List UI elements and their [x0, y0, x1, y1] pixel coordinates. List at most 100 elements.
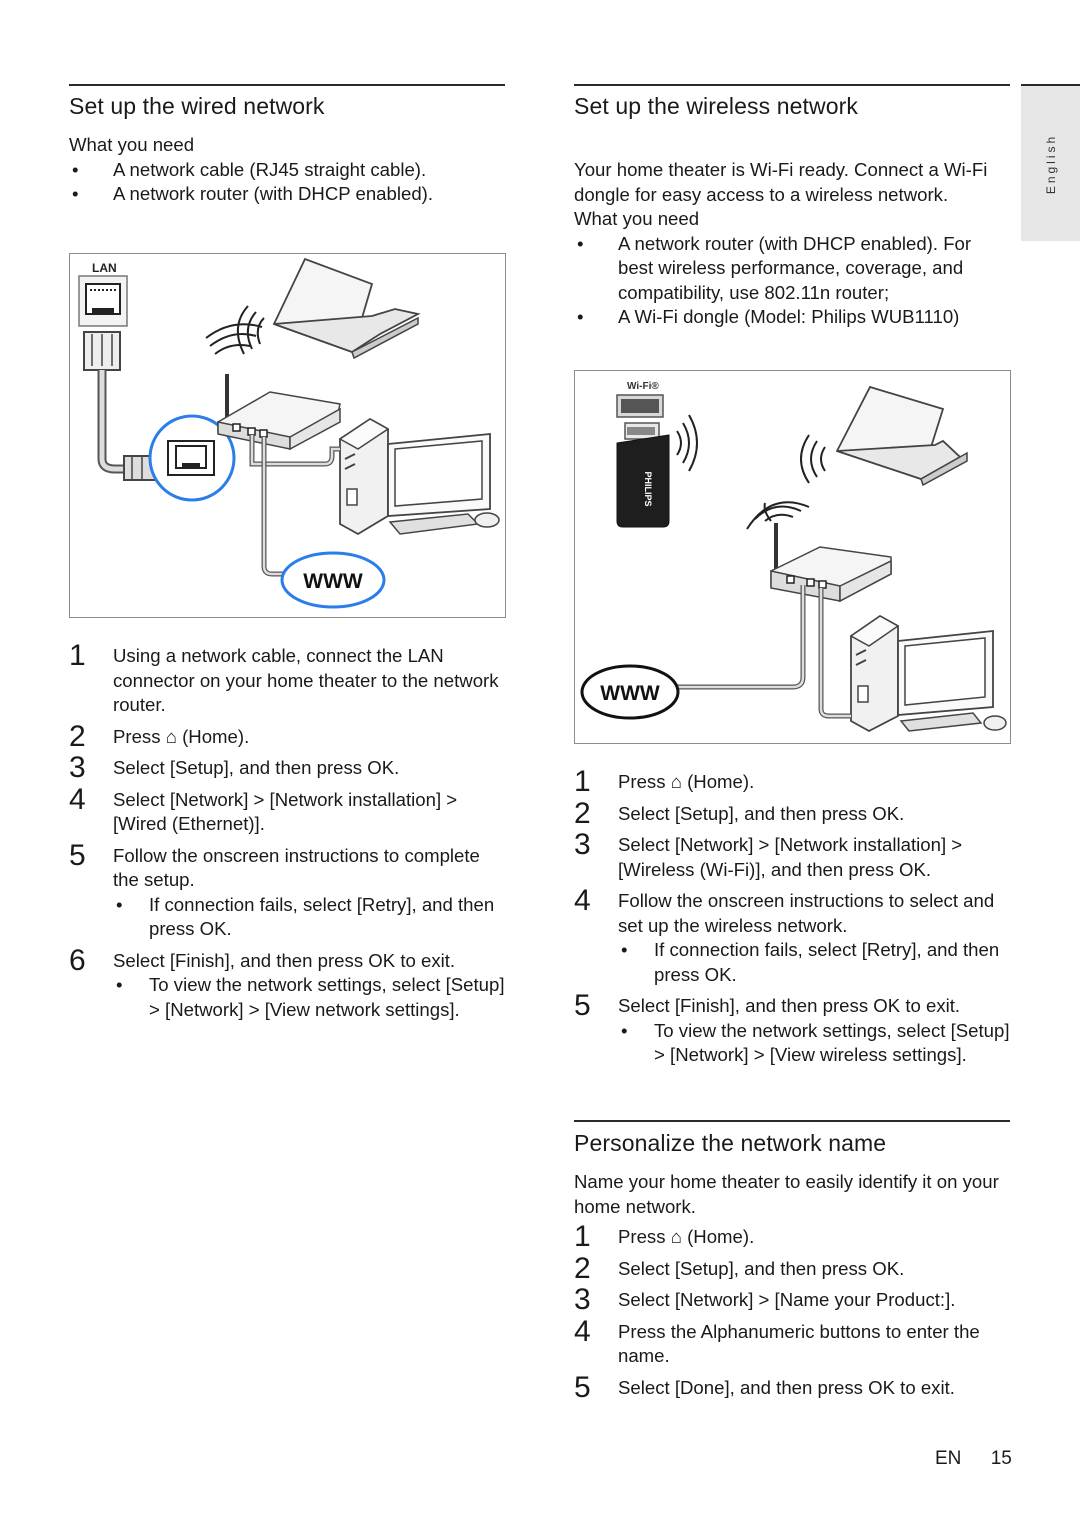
step-number: 5	[69, 838, 86, 872]
page-footer: EN 15	[935, 1448, 1012, 1470]
footer-language: EN	[935, 1448, 962, 1469]
personalize-steps-list: 1 Press ⌂ (Home). 2 Select [Setup], and …	[574, 1220, 1014, 1404]
list-item: 1 Using a network cable, connect the LAN…	[69, 639, 509, 718]
wireless-network-diagram: Wi-Fi® PHILIPS	[574, 370, 1011, 744]
list-item: 5 Select [Finish], and then press OK to …	[574, 989, 1014, 1068]
wired-need-heading: What you need	[69, 134, 195, 155]
list-item: 1 Press ⌂ (Home).	[574, 765, 1014, 798]
list-item: A network router (with DHCP enabled). Fo…	[574, 232, 1010, 306]
ethernet-cable	[97, 370, 128, 474]
sidetab-top-rule	[1021, 84, 1080, 86]
wired-section: Set up the wired network What you need A…	[69, 91, 509, 207]
dongle-brand-label: PHILIPS	[643, 471, 653, 506]
wired-www-label: WWW	[303, 570, 363, 593]
step-number: 1	[69, 639, 86, 672]
language-label: English	[1043, 133, 1058, 194]
wifi-logo-label: Wi-Fi®	[627, 381, 659, 392]
desktop-computer-icon	[849, 614, 1007, 733]
step-number: 2	[574, 1251, 591, 1285]
wireless-intro: Your home theater is Wi-Fi ready. Connec…	[574, 159, 988, 205]
laptop-wifi-waves-icon	[237, 305, 265, 355]
step-number: 2	[574, 796, 591, 830]
laptop-icon	[272, 257, 421, 360]
list-item: 3 Select [Network] > [Name your Product:…	[574, 1283, 1014, 1316]
lan-port-icon	[78, 275, 128, 327]
router-to-www-cable	[261, 437, 285, 577]
step-text: Press ⌂ (Home).	[113, 725, 250, 747]
router-icon	[217, 374, 341, 451]
step-subnote: If connection fails, select [Retry], and…	[618, 938, 1014, 987]
dongle-wifi-waves-icon	[676, 414, 698, 472]
personalize-title: Personalize the network name	[574, 1130, 887, 1156]
step-text: Select [Finish], and then press OK to ex…	[113, 949, 456, 971]
step-text: Follow the onscreen instructions to comp…	[113, 844, 480, 891]
router-to-pc-cable	[818, 588, 851, 719]
step-number: 1	[574, 765, 591, 798]
laptop-icon	[835, 385, 968, 487]
step-text: Select [Setup], and then press OK.	[113, 757, 400, 778]
step-text: Using a network cable, connect the LAN c…	[113, 645, 499, 715]
step-number: 4	[574, 1314, 591, 1348]
step-text: Follow the onscreen instructions to sele…	[618, 890, 995, 936]
list-item: 2 Press ⌂ (Home).	[69, 721, 509, 751]
personalize-intro: Name your home theater to easily identif…	[574, 1171, 999, 1217]
step-text: Press ⌂ (Home).	[618, 1226, 755, 1247]
step-number: 4	[69, 782, 86, 816]
desktop-computer-icon	[338, 417, 500, 536]
wired-needs-list: A network cable (RJ45 straight cable). A…	[69, 158, 509, 207]
list-item: A network cable (RJ45 straight cable).	[69, 158, 509, 183]
router-wifi-waves-icon	[205, 323, 263, 355]
step-number: 1	[574, 1220, 591, 1253]
wifi-dongle-icon: PHILIPS	[616, 394, 670, 528]
wireless-www-label: WWW	[600, 682, 660, 705]
list-item: 6 Select [Finish], and then press OK to …	[69, 943, 509, 1023]
wireless-top-rule	[574, 84, 1010, 86]
step-text: Press ⌂ (Home).	[618, 771, 755, 792]
router-wifi-waves-icon	[746, 501, 810, 530]
wireless-title: Set up the wireless network	[574, 93, 858, 119]
ethernet-plug-icon	[83, 331, 121, 371]
laptop-wifi-waves-icon	[800, 434, 826, 484]
list-item: A network router (with DHCP enabled).	[69, 182, 509, 207]
list-item: 3 Select [Network] > [Network installati…	[574, 828, 1014, 882]
list-item: 2 Select [Setup], and then press OK.	[574, 1251, 1014, 1285]
step-number: 6	[69, 943, 86, 977]
list-item: A Wi-Fi dongle (Model: Philips WUB1110)	[574, 305, 1010, 330]
wireless-need-heading: What you need	[574, 208, 700, 229]
wireless-section: Set up the wireless network Your home th…	[574, 91, 1010, 330]
step-number: 3	[574, 828, 591, 861]
step-number: 3	[69, 751, 86, 784]
step-subnote: If connection fails, select [Retry], and…	[113, 893, 509, 942]
step-text: Select [Finish], and then press OK to ex…	[618, 995, 961, 1016]
lan-label: LAN	[92, 261, 117, 275]
list-item: 4 Follow the onscreen instructions to se…	[574, 884, 1014, 987]
list-item: 5 Select [Done], and then press OK to ex…	[574, 1370, 1014, 1404]
step-text: Select [Network] > [Name your Product:].	[618, 1289, 956, 1310]
wireless-steps: 1 Press ⌂ (Home). 2 Select [Setup], and …	[574, 765, 1014, 1068]
page-number: 15	[990, 1448, 1012, 1469]
internet-www-icon: WWW	[580, 664, 680, 720]
wired-steps: 1 Using a network cable, connect the LAN…	[69, 639, 509, 1023]
wired-title: Set up the wired network	[69, 93, 325, 119]
step-text: Select [Done], and then press OK to exit…	[618, 1376, 955, 1398]
personalize-section: Personalize the network name Name your h…	[574, 1128, 1014, 1404]
list-item: 4 Select [Network] > [Network installati…	[69, 782, 509, 837]
step-text: Select [Network] > [Network installation…	[113, 788, 458, 835]
wireless-steps-list: 1 Press ⌂ (Home). 2 Select [Setup], and …	[574, 765, 1014, 1068]
list-item: 3 Select [Setup], and then press OK.	[69, 751, 509, 784]
step-number: 5	[574, 1370, 591, 1404]
step-subnote: To view the network settings, select [Se…	[618, 1019, 1014, 1068]
step-number: 4	[574, 884, 591, 917]
wired-steps-list: 1 Using a network cable, connect the LAN…	[69, 639, 509, 1023]
wired-top-rule	[69, 84, 505, 86]
wired-network-diagram: LAN	[69, 253, 506, 618]
step-text: Select [Setup], and then press OK.	[618, 1257, 905, 1279]
router-to-www-cable	[675, 585, 806, 690]
step-number: 5	[574, 989, 591, 1022]
step-number: 3	[574, 1283, 591, 1316]
internet-www-icon: WWW	[280, 551, 386, 609]
list-item: 1 Press ⌂ (Home).	[574, 1220, 1014, 1253]
personalize-top-rule	[574, 1120, 1010, 1122]
wireless-needs-list: A network router (with DHCP enabled). Fo…	[574, 232, 1010, 330]
step-text: Select [Setup], and then press OK.	[618, 802, 905, 824]
